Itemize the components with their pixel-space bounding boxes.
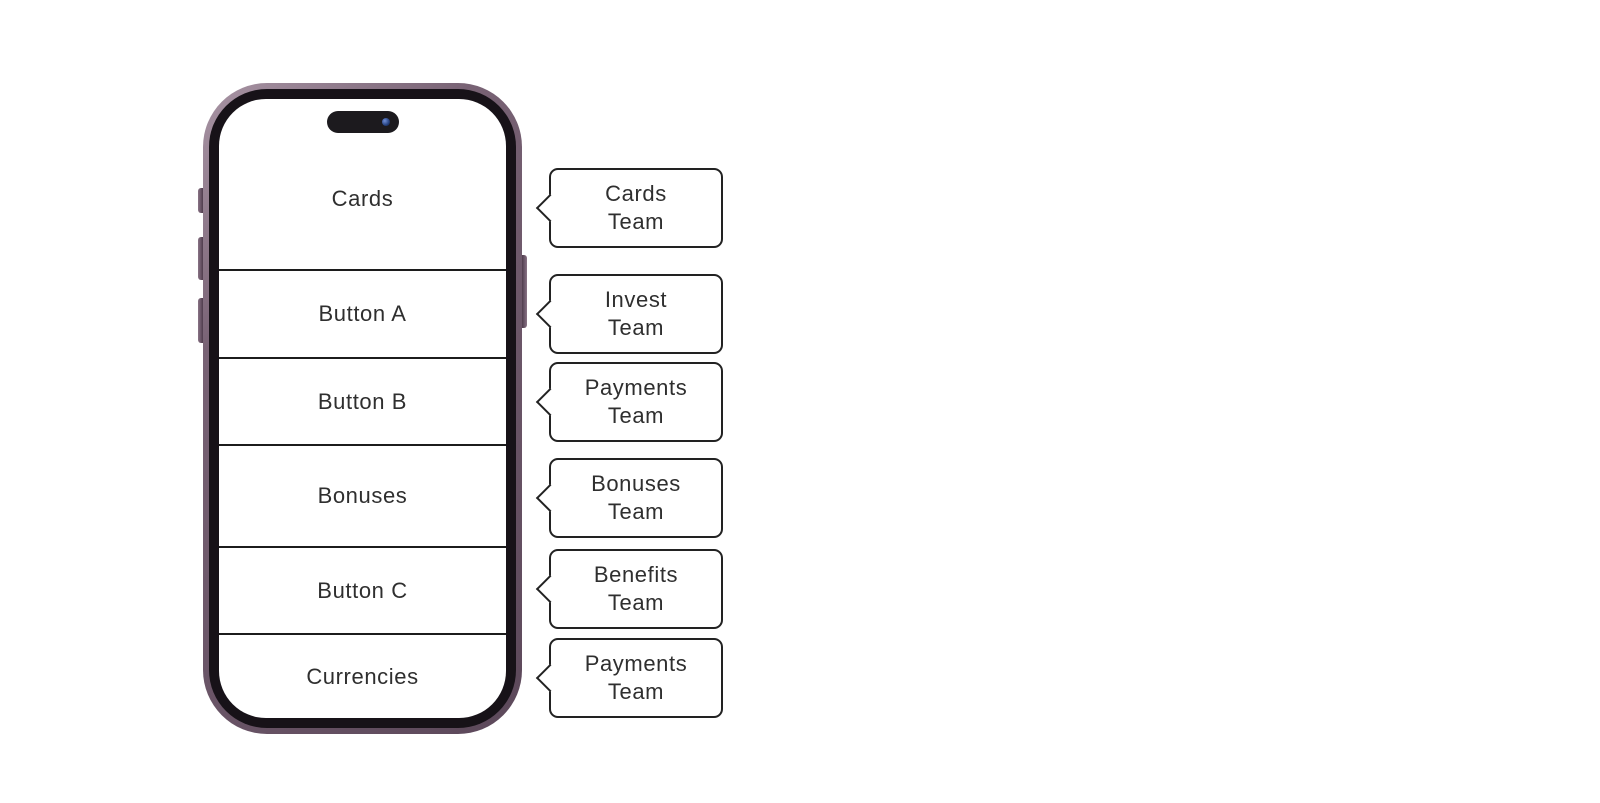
screen-row-button-a[interactable]: Button A [219, 269, 506, 357]
callout-payments-team: Payments Team [535, 362, 723, 442]
callout-line: Team [607, 403, 665, 428]
phone-bezel: Cards Button A Button B Bonuses Button C… [209, 89, 516, 728]
callout-pointer-icon [535, 663, 565, 693]
phone-screen: Cards Button A Button B Bonuses Button C… [219, 99, 506, 718]
callout-benefits-team: Benefits Team [535, 549, 723, 629]
callout-line: Team [607, 590, 665, 615]
callout-line: Team [607, 315, 665, 340]
volume-down-button [198, 298, 203, 343]
callout-line: Team [607, 209, 665, 234]
callout-line: Benefits [593, 562, 679, 587]
callout-line: Payments [584, 651, 688, 676]
callout-pointer-icon [535, 387, 565, 417]
callout-line: Invest [604, 287, 668, 312]
callout-line: Cards [605, 181, 667, 206]
callout-bonuses-team: Bonuses Team [535, 458, 723, 538]
callout-payments-team-2: Payments Team [535, 638, 723, 718]
screen-row-button-b[interactable]: Button B [219, 357, 506, 444]
callout-line: Payments [584, 375, 688, 400]
screen-row-cards[interactable]: Cards [219, 99, 506, 269]
phone-mockup: Cards Button A Button B Bonuses Button C… [198, 83, 527, 734]
screen-row-label: Cards [331, 186, 394, 211]
callout-invest-team: Invest Team [535, 274, 723, 354]
screen-row-bonuses[interactable]: Bonuses [219, 444, 506, 546]
screen-row-button-c[interactable]: Button C [219, 546, 506, 633]
callout-pointer-icon [535, 299, 565, 329]
screen-row-label: Bonuses [317, 483, 408, 508]
callout-pointer-icon [535, 483, 565, 513]
power-button [522, 255, 527, 328]
callout-line: Team [607, 499, 665, 524]
screen-row-label: Button B [317, 388, 408, 414]
callout-line: Team [607, 679, 665, 704]
front-camera-icon [381, 118, 390, 126]
screen-row-currencies[interactable]: Currencies [219, 633, 506, 718]
callout-cards-team: Cards Team [535, 168, 723, 248]
callout-line: Bonuses [591, 471, 681, 496]
volume-up-button [198, 237, 203, 280]
mute-switch [198, 188, 203, 213]
callout-pointer-icon [535, 193, 565, 223]
dynamic-island [326, 111, 399, 133]
screen-row-label: Button C [317, 577, 408, 603]
callout-pointer-icon [535, 574, 565, 604]
screen-row-label: Button A [318, 301, 407, 326]
screen-row-label: Currencies [306, 663, 419, 689]
